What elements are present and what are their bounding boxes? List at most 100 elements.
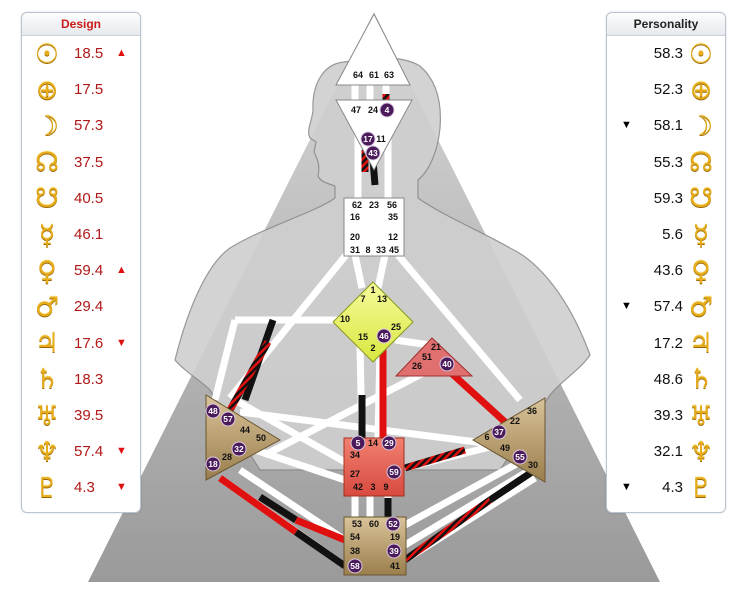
gate-63: 63 bbox=[384, 70, 394, 80]
uranus-icon: ♅ bbox=[688, 400, 714, 432]
gate-60: 60 bbox=[369, 519, 379, 529]
personality-row: ☋59.3 bbox=[607, 182, 725, 216]
design-row: ♆57.4▼ bbox=[22, 435, 140, 469]
personality-value: 39.3 bbox=[653, 407, 683, 424]
gate-40-marker bbox=[439, 356, 455, 372]
design-row: ⊕17.5 bbox=[22, 73, 140, 107]
pluto-icon: ♇ bbox=[34, 472, 60, 504]
moon-icon: ☽ bbox=[688, 110, 714, 142]
gate-43: 43 bbox=[368, 148, 378, 158]
gate-20: 20 bbox=[350, 232, 360, 242]
south-node-icon: ☋ bbox=[35, 183, 59, 215]
personality-value: 48.6 bbox=[653, 370, 683, 388]
design-row: ♃ 17.6 ▼ bbox=[22, 327, 140, 361]
gate-33: 33 bbox=[376, 245, 386, 255]
design-row: ☊37.5 bbox=[22, 146, 140, 180]
design-panel: Design ☉18.5▲⊕17.5☽57.3☊37.5☋40.5☿46.1♀5… bbox=[21, 12, 141, 513]
gate-45: 45 bbox=[389, 245, 399, 255]
design-value: 4.3 bbox=[74, 479, 95, 497]
gate-34: 34 bbox=[350, 450, 360, 460]
gate-55: 55 bbox=[515, 452, 525, 462]
gate-1: 1 bbox=[370, 285, 375, 295]
gate-26: 26 bbox=[412, 361, 422, 371]
design-value: 40.5 bbox=[74, 189, 104, 207]
detriment-arrow-icon: ▼ bbox=[621, 119, 632, 132]
gate-17-marker bbox=[360, 131, 376, 147]
detriment-arrow-icon: ▼ bbox=[116, 481, 127, 494]
personality-title: Personality bbox=[607, 13, 725, 36]
gate-18-marker bbox=[205, 456, 221, 472]
jupiter-icon: ♃ bbox=[34, 328, 60, 360]
solar-plexus-center bbox=[472, 397, 546, 483]
gate-53: 53 bbox=[352, 519, 362, 529]
jupiter-icon: ♃ bbox=[688, 328, 714, 360]
design-row: ☿46.1 bbox=[22, 218, 140, 252]
design-value: 17.6 bbox=[74, 334, 104, 352]
gate-48-marker bbox=[205, 403, 221, 419]
design-value: 39.5 bbox=[74, 407, 104, 424]
gate-17: 17 bbox=[363, 134, 373, 144]
gate-9: 9 bbox=[383, 482, 388, 492]
gate-6: 6 bbox=[484, 432, 489, 442]
personality-row: ⊕52.3 bbox=[607, 73, 725, 107]
design-row: ♅39.5 bbox=[22, 399, 140, 433]
detriment-arrow-icon: ▼ bbox=[621, 481, 632, 494]
mercury-icon: ☿ bbox=[692, 219, 710, 251]
gate-62: 62 bbox=[352, 200, 362, 210]
design-row: ♂29.4 bbox=[22, 290, 140, 324]
gate-16: 16 bbox=[350, 212, 360, 222]
gate-35: 35 bbox=[388, 212, 398, 222]
design-row: ♀59.4▲ bbox=[22, 254, 140, 288]
design-value: 29.4 bbox=[74, 298, 104, 316]
personality-panel: Personality ☉58.3⊕52.3☽58.1▼☊55.3☋59.3☿5… bbox=[606, 12, 726, 513]
gate-50: 50 bbox=[256, 433, 266, 443]
sun-icon: ☉ bbox=[34, 38, 60, 70]
gate-18: 18 bbox=[208, 459, 218, 469]
gate-39: 39 bbox=[389, 546, 399, 556]
gate-56: 56 bbox=[387, 200, 397, 210]
gate-36: 36 bbox=[527, 406, 537, 416]
design-value: 57.3 bbox=[74, 117, 104, 135]
gate-58-marker bbox=[347, 558, 363, 574]
gate-21: 21 bbox=[431, 342, 441, 352]
personality-value: 17.2 bbox=[653, 334, 683, 352]
gate-59-marker bbox=[386, 464, 402, 480]
pluto-icon: ♇ bbox=[688, 472, 714, 504]
personality-row: ♃ 17.2 bbox=[607, 327, 725, 361]
sun-icon: ☉ bbox=[688, 38, 714, 70]
neptune-icon: ♆ bbox=[34, 436, 60, 468]
design-value: 59.4 bbox=[74, 262, 104, 280]
gate-40: 40 bbox=[442, 359, 452, 369]
personality-value: 59.3 bbox=[653, 189, 683, 207]
gate-41: 41 bbox=[390, 561, 400, 571]
gate-24: 24 bbox=[368, 105, 378, 115]
gate-46-marker bbox=[376, 328, 392, 344]
gate-55-marker bbox=[512, 449, 528, 465]
gate-54: 54 bbox=[350, 532, 360, 542]
gate-12: 12 bbox=[388, 232, 398, 242]
personality-row: ♅ 39.3 bbox=[607, 399, 725, 433]
head-center bbox=[335, 12, 411, 86]
gate-52: 52 bbox=[388, 519, 398, 529]
gate-8: 8 bbox=[365, 245, 370, 255]
throat-center bbox=[343, 197, 405, 257]
gate-7: 7 bbox=[360, 294, 365, 304]
exalted-arrow-icon: ▲ bbox=[116, 47, 127, 59]
gate-32: 32 bbox=[234, 444, 244, 454]
gate-13: 13 bbox=[377, 294, 387, 304]
gate-61: 61 bbox=[369, 70, 379, 80]
gate-11: 11 bbox=[376, 134, 386, 144]
gate-23: 23 bbox=[369, 200, 379, 210]
moon-icon: ☽ bbox=[34, 110, 60, 142]
gate-37-marker bbox=[491, 424, 507, 440]
gate-19: 19 bbox=[390, 532, 400, 542]
saturn-icon: ♄ bbox=[688, 364, 714, 396]
neptune-icon: ♆ bbox=[688, 436, 714, 468]
gate-39-marker bbox=[386, 543, 402, 559]
design-row: ♇ 4.3 ▼ bbox=[22, 471, 140, 505]
gate-47: 47 bbox=[351, 105, 361, 115]
personality-row: ♄ 48.6 bbox=[607, 363, 725, 397]
gate-27: 27 bbox=[350, 469, 360, 479]
detriment-arrow-icon: ▼ bbox=[116, 336, 127, 349]
